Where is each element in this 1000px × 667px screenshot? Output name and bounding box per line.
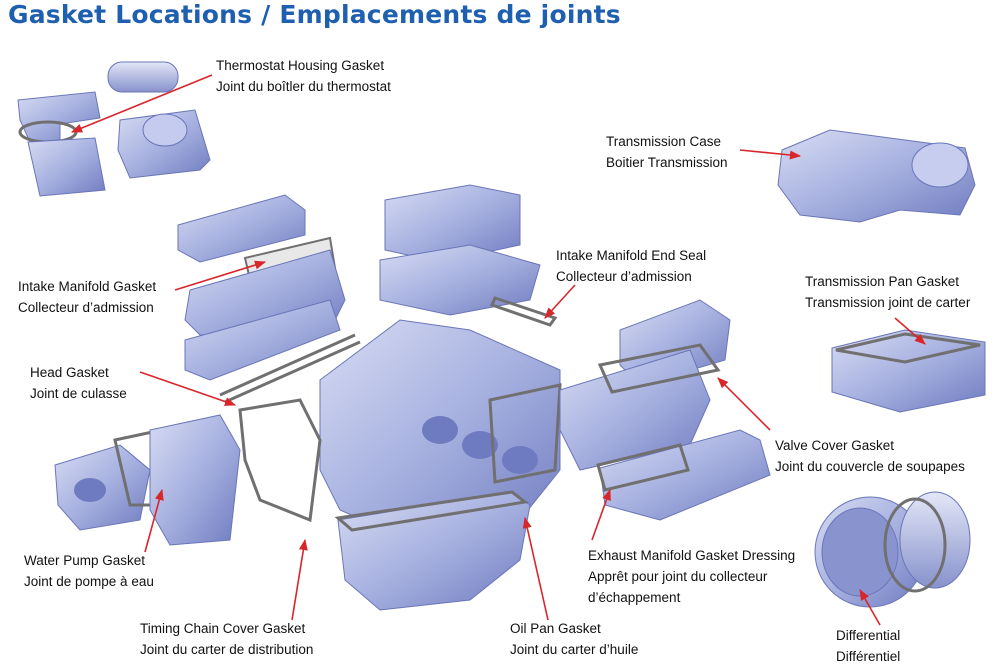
label-en: Oil Pan Gasket (510, 621, 601, 636)
label-en: Intake Manifold Gasket (18, 279, 157, 294)
label-fr: Apprêt pour joint du collecteur (588, 569, 768, 584)
differential-part (814, 491, 971, 608)
label-en: Thermostat Housing Gasket (216, 58, 385, 73)
label-fr: Boitier Transmission (606, 155, 728, 170)
label-fr: Joint du carter d’huile (510, 642, 639, 657)
page-title: Gasket Locations / Emplacements de joint… (8, 0, 621, 29)
arrow-thermostat (70, 74, 213, 133)
timing-cover-part (149, 398, 322, 546)
label-differential: Differential Différentiel (836, 625, 900, 667)
label-fr: Transmission joint de carter (805, 295, 971, 310)
arrow-timing-chain (291, 538, 308, 621)
arrow-differential (859, 589, 881, 626)
label-intake-manifold-gasket: Intake Manifold Gasket Collecteur d’admi… (18, 276, 156, 318)
label-fr: Joint du carter de distribution (140, 642, 314, 657)
label-exhaust-manifold-gasket-dressing: Exhaust Manifold Gasket Dressing Apprêt … (588, 545, 795, 608)
arrow-exhaust (591, 488, 611, 541)
label-thermostat-housing: Thermostat Housing Gasket Joint du boîtl… (216, 55, 391, 97)
thermostat-housing-part (17, 61, 211, 197)
label-fr: Joint de culasse (30, 386, 127, 401)
label-oil-pan-gasket: Oil Pan Gasket Joint du carter d’huile (510, 618, 638, 660)
arrow-water-pump (144, 488, 164, 553)
transmission-pan-part (831, 329, 986, 413)
label-en: Differential (836, 628, 901, 643)
intake-manifold-part (379, 184, 558, 327)
label-transmission-case: Transmission Case Boitier Transmission (606, 131, 728, 173)
label-en: Valve Cover Gasket (775, 438, 895, 453)
oil-pan-part (334, 490, 531, 611)
label-en: Exhaust Manifold Gasket Dressing (588, 548, 796, 563)
right-cylinder-head-part (559, 299, 731, 471)
label-en: Intake Manifold End Seal (556, 248, 707, 263)
label-en: Timing Chain Cover Gasket (140, 621, 306, 636)
label-fr: Joint de pompe à eau (24, 574, 154, 589)
label-timing-chain-cover-gasket: Timing Chain Cover Gasket Joint du carte… (140, 618, 313, 660)
label-head-gasket: Head Gasket Joint de culasse (30, 362, 127, 404)
label-water-pump-gasket: Water Pump Gasket Joint de pompe à eau (24, 550, 154, 592)
arrow-transmission-pan (894, 317, 926, 345)
arrow-transmission-case (739, 149, 802, 160)
label-intake-manifold-end-seal: Intake Manifold End Seal Collecteur d’ad… (556, 245, 706, 287)
label-fr: Joint du couvercle de soupapes (775, 459, 965, 474)
engine-block-part (319, 319, 562, 546)
label-transmission-pan-gasket: Transmission Pan Gasket Transmission joi… (805, 271, 970, 313)
arrow-intake-end-seal (544, 284, 576, 319)
callout-arrows (70, 74, 926, 626)
label-en: Water Pump Gasket (24, 553, 146, 568)
label-fr: Différentiel (836, 649, 901, 664)
label-fr: Joint du boîtler du thermostat (216, 79, 391, 94)
arrow-intake-gasket (174, 260, 267, 291)
label-fr: Collecteur d’admission (18, 300, 154, 315)
left-valve-cover-part (177, 194, 361, 404)
label-en: Transmission Case (606, 134, 722, 149)
arrow-valve-cover (717, 377, 771, 431)
label-valve-cover-gasket: Valve Cover Gasket Joint du couvercle de… (775, 435, 965, 477)
label-en: Head Gasket (30, 365, 109, 380)
arrow-oil-pan (522, 516, 549, 621)
label-en: Transmission Pan Gasket (805, 274, 960, 289)
arrow-head-gasket (139, 371, 237, 406)
transmission-case-part (777, 129, 976, 223)
label-fr-line2: d’échappement (588, 590, 681, 605)
label-fr: Collecteur d’admission (556, 269, 692, 284)
